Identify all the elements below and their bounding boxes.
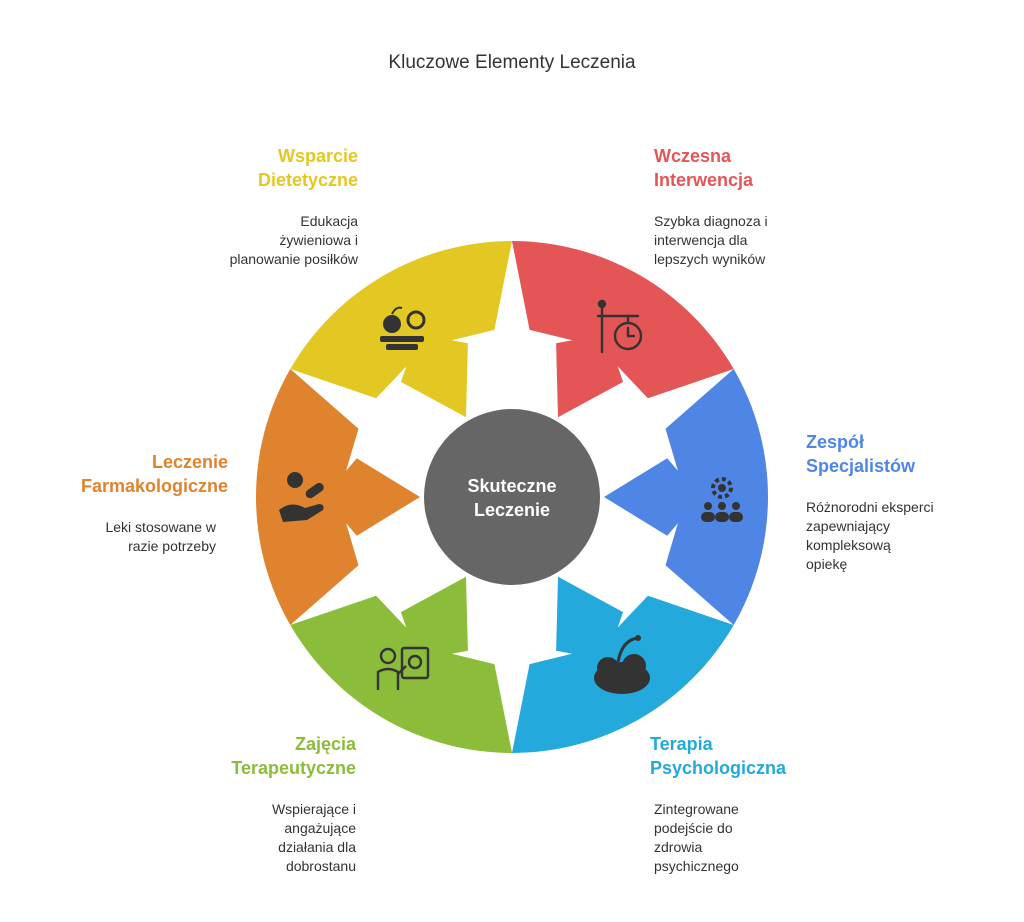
center-circle bbox=[424, 409, 600, 585]
wheel-icons bbox=[279, 299, 743, 694]
apple-scale-icon bbox=[380, 306, 426, 350]
center-label: Skuteczne Leczenie bbox=[467, 476, 557, 520]
signpost-clock-icon bbox=[596, 299, 643, 354]
brain-icon bbox=[594, 635, 650, 694]
team-gear-icon bbox=[701, 477, 743, 522]
segment-wsparcie bbox=[290, 241, 512, 418]
segment-leczenie bbox=[256, 369, 420, 625]
hand-pill-icon bbox=[279, 472, 324, 522]
page-title: Kluczowe Elementy Leczenia bbox=[388, 52, 636, 73]
segment-zespol bbox=[604, 369, 768, 625]
segment-wczesna bbox=[512, 241, 734, 418]
teacher-board-icon bbox=[376, 646, 430, 690]
